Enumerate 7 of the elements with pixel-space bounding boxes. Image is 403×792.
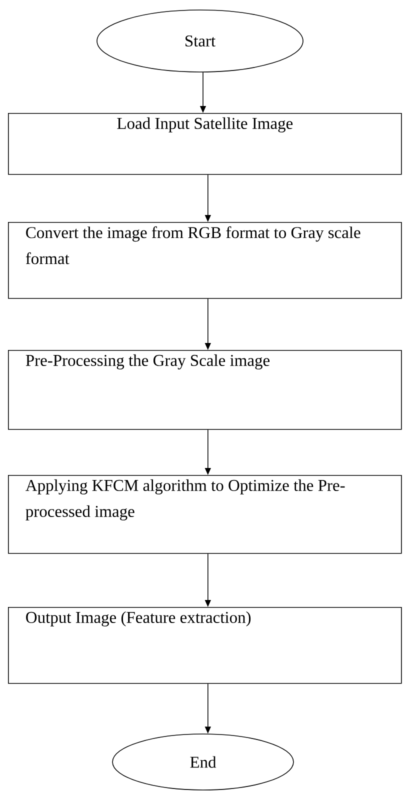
terminal-oval: End (112, 734, 294, 790)
terminal-oval: Start (96, 10, 304, 72)
process-box: Output Image (Feature extraction) (8, 607, 402, 684)
process-box: Load Input Satellite Image (8, 113, 402, 175)
process-box: Applying KFCM algorithm to Optimize the Pre- processed image (8, 475, 402, 554)
process-box: Convert the image from RGB format to Gray scale format (8, 222, 402, 299)
process-box: Pre-Processing the Gray Scale image (8, 350, 402, 430)
